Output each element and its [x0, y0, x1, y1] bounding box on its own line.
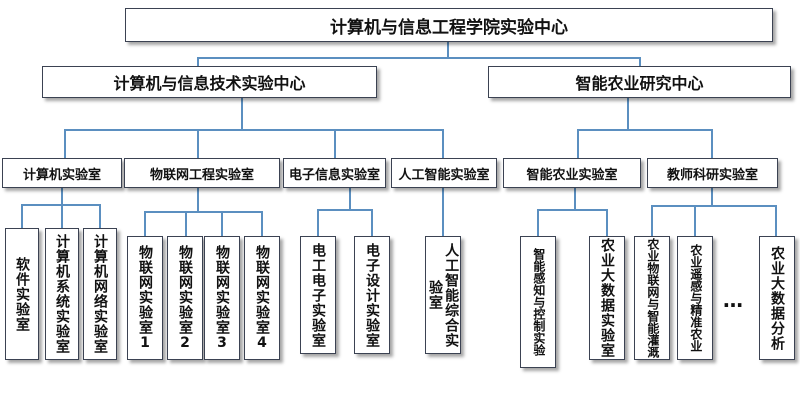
connector-lab-3	[317, 188, 373, 236]
room-node: 农业物联网与智能灌溉	[634, 236, 670, 360]
connector-lab-6	[651, 188, 777, 236]
root-node: 计算机与信息工程学院实验中心	[125, 8, 773, 42]
room-node: 软件实验室	[5, 228, 39, 360]
room-node: 计算机网络实验室	[83, 228, 117, 360]
room-node: 电子设计实验室	[354, 236, 390, 354]
center-node-2: 智能农业研究中心	[488, 66, 791, 98]
room-node: 农业大数据实验室	[589, 236, 625, 360]
lab-node-smart-agri: 智能农业实验室	[503, 158, 641, 188]
room-node: 人工智能综合实验室	[425, 236, 461, 354]
more-rooms-ellipsis: …	[723, 288, 745, 312]
room-node: 物联网实验室3	[204, 236, 240, 360]
lab-node-electronics: 电子信息实验室	[283, 158, 386, 188]
lab-node-faculty-research: 教师科研实验室	[647, 158, 778, 188]
lab-node-computer: 计算机实验室	[2, 158, 122, 188]
center-node-1: 计算机与信息技术实验中心	[42, 66, 377, 98]
lab-node-ai: 人工智能实验室	[391, 158, 497, 188]
room-node: 物联网实验室2	[167, 236, 203, 360]
room-node: 计算机系统实验室	[45, 228, 79, 360]
connector-center-2	[577, 98, 713, 158]
connector-center-1	[64, 98, 444, 158]
room-node: 智能感知与控制实验	[520, 236, 556, 368]
room-node: 电工电子实验室	[300, 236, 336, 354]
connector-lab-1	[21, 188, 101, 228]
room-node: 物联网实验室4	[244, 236, 280, 360]
room-node: 农业大数据分析	[759, 236, 795, 360]
room-node: 物联网实验室1	[127, 236, 163, 360]
connector-lab-5	[537, 188, 608, 236]
connector-root	[197, 42, 641, 66]
room-node: 农业遥感与精准农业	[677, 236, 713, 360]
connector-lab-2	[144, 188, 263, 236]
lab-node-iot: 物联网工程实验室	[124, 158, 280, 188]
